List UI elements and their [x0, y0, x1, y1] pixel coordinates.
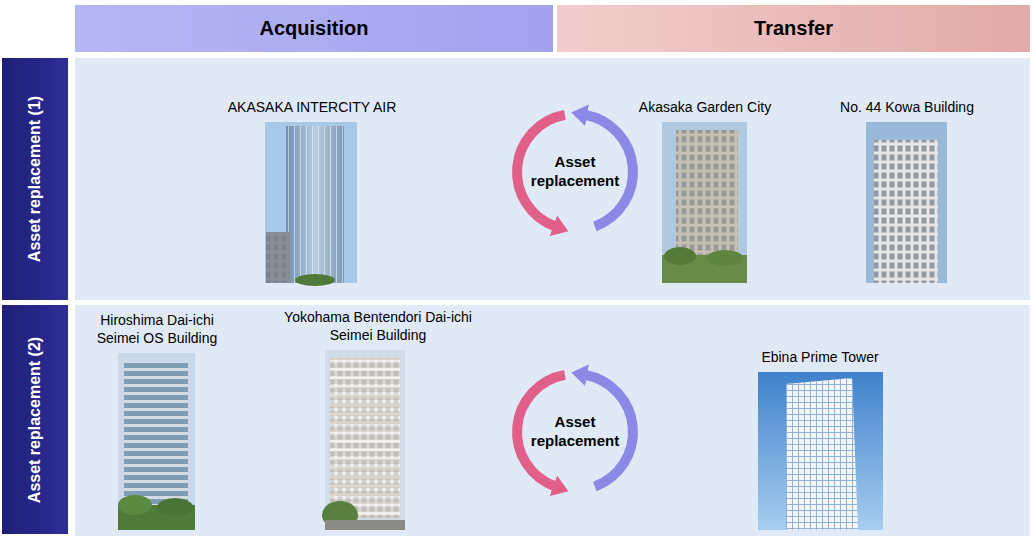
row-label-text: Asset replacement (2) [25, 335, 45, 505]
row-label-text: Asset replacement (1) [25, 94, 45, 264]
building-photo [118, 495, 152, 515]
label-text: Transfer [754, 17, 833, 40]
replacement-cycle: Asset replacement [523, 380, 627, 484]
property-name: Hiroshima Dai-ichi Seimei OS Building [77, 312, 237, 347]
property-photo: Akasaka Garden City [620, 99, 790, 284]
cycle-arrow [517, 375, 565, 487]
building-photo [157, 498, 193, 516]
cycle-arrow [585, 375, 633, 487]
property-photo: Yokohama Bentendori Dai-ichi Seimei Buil… [283, 309, 473, 530]
building-photo [758, 372, 883, 530]
building-photo [286, 126, 344, 283]
label-text: Acquisition [260, 17, 369, 40]
building-photo [758, 372, 883, 530]
building-photo [866, 122, 947, 283]
building-photo [118, 353, 195, 530]
column-header: Acquisition [75, 5, 553, 52]
building-photo [266, 232, 290, 283]
label-text: Asset replacement [525, 413, 625, 451]
building-photo [676, 130, 738, 260]
property-name: Yokohama Bentendori Dai-ichi Seimei Buil… [283, 309, 473, 344]
building-photo [330, 358, 400, 518]
building-photo [266, 232, 290, 283]
building-photo [124, 362, 188, 512]
building-photo [330, 358, 400, 518]
building-photo [786, 378, 858, 530]
building-photo [118, 353, 195, 530]
property-photo: AKASAKA INTERCITY AIR [197, 99, 427, 284]
replacement-cycle: Asset replacement [523, 120, 627, 224]
property-name: Akasaka Garden City [620, 99, 790, 117]
building-photo [330, 358, 400, 518]
building-photo [662, 122, 747, 283]
row-label: Asset replacement (2) [2, 305, 68, 534]
cycle-arrow [517, 115, 633, 487]
property-name: No. 44 Kowa Building [822, 99, 992, 117]
column-header: Transfer [557, 5, 1030, 52]
property-name: Ebina Prime Tower [720, 349, 920, 367]
building-photo [874, 140, 938, 283]
building-photo [124, 362, 188, 512]
building-photo [866, 122, 947, 283]
row-panel [75, 305, 1030, 536]
building-photo [322, 350, 405, 530]
building-photo [707, 250, 743, 266]
building-photo [286, 126, 344, 283]
cycle-arrow [517, 115, 565, 227]
row-panel [75, 58, 1030, 300]
building-photo [676, 130, 738, 260]
row-label: Asset replacement (1) [2, 58, 68, 300]
property-photo: Hiroshima Dai-ichi Seimei OS Building [77, 312, 237, 530]
building-photo [786, 378, 858, 530]
building-photo [325, 520, 405, 530]
property-photo: Ebina Prime Tower [720, 349, 920, 531]
building-photo [662, 122, 747, 283]
building-photo [664, 247, 696, 265]
building-photo [265, 122, 357, 286]
property-name: AKASAKA INTERCITY AIR [197, 99, 427, 117]
building-photo [295, 274, 335, 286]
row-panel [75, 58, 1030, 536]
cycle-arrow [585, 115, 633, 227]
property-photo: No. 44 Kowa Building [822, 99, 992, 284]
label-text: Asset replacement [525, 153, 625, 191]
building-photo [265, 122, 357, 283]
building-photo [874, 140, 938, 283]
